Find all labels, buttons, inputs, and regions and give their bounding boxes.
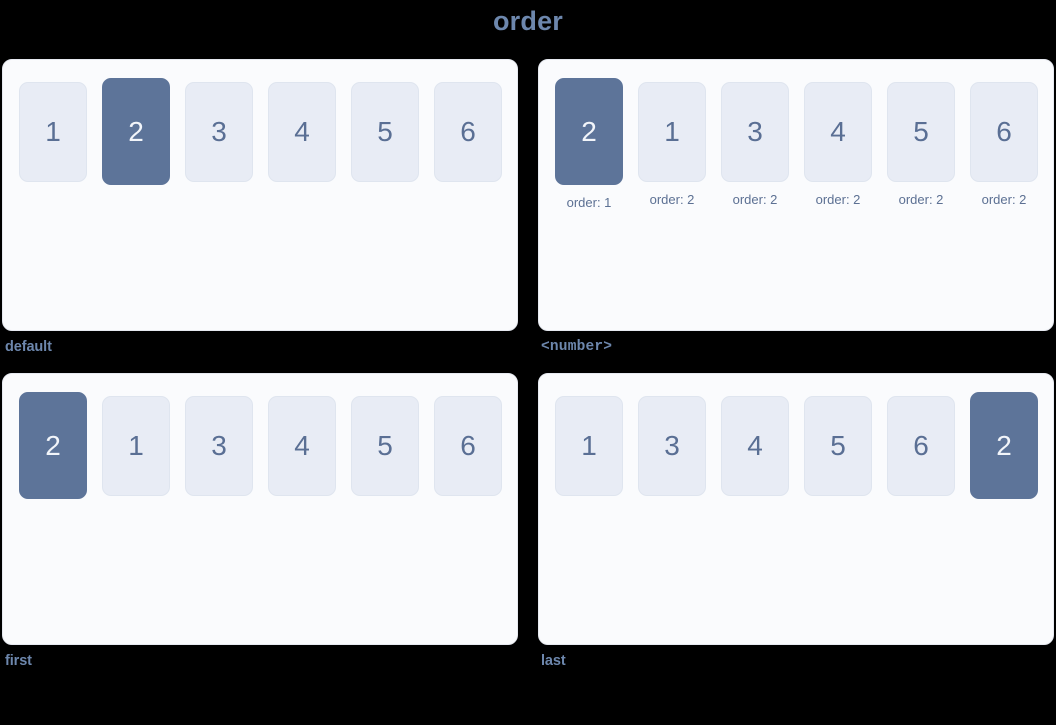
order-item: 2: [970, 392, 1038, 499]
order-item: 3: [185, 82, 253, 182]
order-box[interactable]: 4: [804, 82, 872, 182]
order-box[interactable]: 1: [638, 82, 706, 182]
order-box[interactable]: 5: [887, 82, 955, 182]
order-box[interactable]: 5: [804, 396, 872, 496]
order-item: 4: [721, 396, 789, 496]
panel-caption-first: first: [5, 653, 32, 669]
panel-caption-number: <number>: [541, 339, 613, 355]
panel-cell-number: 2 order: 1 1 order: 2 3 order: 2 4 order: 2 5 ord…: [538, 59, 1054, 355]
order-item: 6: [434, 396, 502, 496]
order-box[interactable]: 1: [555, 396, 623, 496]
order-item: 3: [638, 396, 706, 496]
order-item: 1: [102, 396, 170, 496]
order-item: 3 order: 2: [721, 82, 789, 207]
order-item: 4: [268, 396, 336, 496]
order-item: 6 order: 2: [970, 82, 1038, 207]
panel-caption-default: default: [5, 339, 52, 355]
order-box[interactable]: 3: [185, 82, 253, 182]
order-value-label: order: 2: [898, 192, 944, 207]
order-item: 6: [887, 396, 955, 496]
order-box-highlighted[interactable]: 2: [19, 392, 87, 499]
order-box[interactable]: 3: [721, 82, 789, 182]
order-box[interactable]: 6: [434, 396, 502, 496]
demo-panel-number: 2 order: 1 1 order: 2 3 order: 2 4 order: 2 5 ord…: [538, 59, 1054, 331]
order-box[interactable]: 4: [268, 396, 336, 496]
panel-caption-last: last: [541, 653, 566, 669]
order-box[interactable]: 6: [434, 82, 502, 182]
order-item: 1 order: 2: [638, 82, 706, 207]
order-value-label: order: 2: [981, 192, 1027, 207]
order-item: 5 order: 2: [887, 82, 955, 207]
order-item: 2: [19, 392, 87, 499]
order-item: 5: [351, 396, 419, 496]
order-box-highlighted[interactable]: 2: [102, 78, 170, 185]
order-item: 1: [19, 82, 87, 182]
order-value-label: order: 2: [732, 192, 778, 207]
order-box[interactable]: 1: [19, 82, 87, 182]
order-value-label: order: 2: [815, 192, 861, 207]
order-box[interactable]: 5: [351, 82, 419, 182]
order-item: 1: [555, 396, 623, 496]
order-value-label: order: 2: [649, 192, 695, 207]
order-box[interactable]: 5: [351, 396, 419, 496]
order-item: 5: [804, 396, 872, 496]
order-box[interactable]: 4: [721, 396, 789, 496]
order-box[interactable]: 3: [185, 396, 253, 496]
order-item: 4: [268, 82, 336, 182]
order-value-label: order: 1: [566, 195, 612, 210]
box-row: 2 order: 1 1 order: 2 3 order: 2 4 order: 2 5 ord…: [555, 78, 1053, 210]
order-box[interactable]: 3: [638, 396, 706, 496]
order-item: 6: [434, 82, 502, 182]
order-item: 2 order: 1: [555, 78, 623, 210]
order-item: 3: [185, 396, 253, 496]
order-box-highlighted[interactable]: 2: [555, 78, 623, 185]
order-item: 2: [102, 78, 170, 185]
order-item: 5: [351, 82, 419, 182]
order-box-highlighted[interactable]: 2: [970, 392, 1038, 499]
order-item: 4 order: 2: [804, 82, 872, 207]
order-box[interactable]: 6: [970, 82, 1038, 182]
page-title: order: [492, 6, 564, 36]
order-box[interactable]: 4: [268, 82, 336, 182]
order-box[interactable]: 1: [102, 396, 170, 496]
order-box[interactable]: 6: [887, 396, 955, 496]
